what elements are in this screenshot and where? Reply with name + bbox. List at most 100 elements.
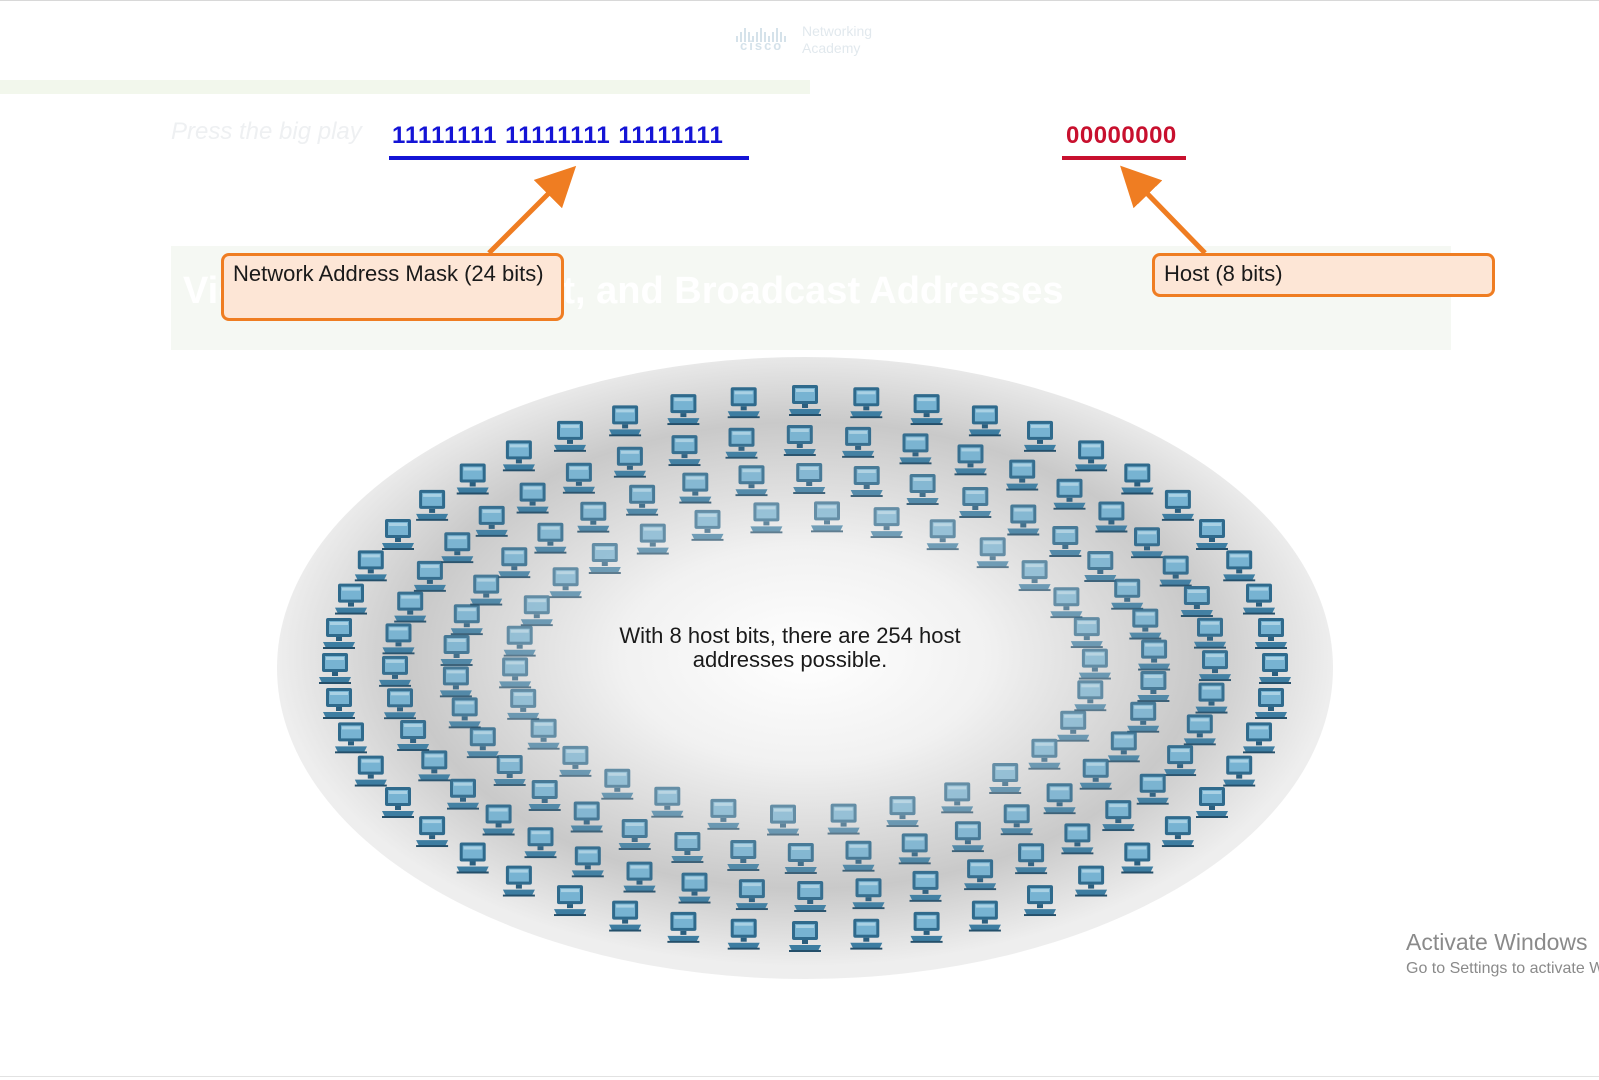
computer-icon	[1243, 722, 1275, 754]
computer-icon	[440, 635, 473, 666]
computer-icon	[793, 463, 826, 494]
computer-icon	[1061, 823, 1094, 855]
logo-brand: cisco	[740, 38, 784, 53]
host-callout: Host (8 bits)	[1152, 253, 1495, 297]
logo-text: Networking Academy	[802, 23, 872, 57]
activate-windows-watermark: Activate Windows Go to Settings to activ…	[1406, 928, 1599, 982]
computer-icon	[667, 911, 700, 943]
computer-icon	[735, 879, 768, 911]
computer-icon	[899, 433, 932, 465]
cisco-netacad-logo: cisco Networking Academy	[736, 20, 896, 60]
computer-icon	[1194, 617, 1226, 649]
computer-icon	[850, 918, 883, 950]
computer-icon	[1196, 787, 1228, 818]
computer-icon	[562, 462, 595, 494]
computer-icon	[1161, 489, 1194, 521]
computer-icon	[577, 501, 610, 533]
computer-icon	[1121, 463, 1154, 495]
computer-icon	[1111, 578, 1144, 610]
computer-icon	[1243, 583, 1275, 615]
computer-icon	[554, 885, 586, 917]
computer-icon	[1043, 783, 1076, 815]
computer-icon	[1255, 688, 1287, 719]
computer-icon	[379, 655, 411, 687]
computer-icon	[1199, 650, 1231, 682]
network-mask-bits: 11111111 11111111 11111111	[392, 122, 724, 149]
top-border	[0, 0, 1599, 1]
computer-icon	[852, 878, 885, 910]
computer-icon	[789, 921, 821, 952]
computer-icon	[588, 543, 621, 574]
computer-icon	[448, 697, 481, 729]
computer-icon	[842, 426, 875, 458]
computer-icon	[382, 787, 414, 818]
computer-icon	[1107, 731, 1140, 763]
computer-icon	[1127, 701, 1160, 733]
computer-icon	[794, 881, 827, 912]
computer-icon	[475, 505, 508, 537]
computer-icon	[1018, 560, 1051, 592]
computer-icon	[498, 547, 531, 579]
computer-icon	[725, 427, 758, 459]
computer-icon	[499, 657, 532, 689]
cisco-bars-icon	[736, 24, 788, 42]
computer-icon	[651, 786, 684, 818]
computer-icon	[1006, 459, 1039, 491]
computer-icon	[502, 865, 535, 897]
computer-icon	[470, 574, 503, 606]
computer-icon	[570, 801, 603, 833]
computer-icon	[1015, 843, 1048, 875]
computer-icon	[450, 604, 483, 636]
computer-icon	[1053, 478, 1086, 510]
computer-icon	[1259, 653, 1291, 684]
computer-icon	[503, 625, 536, 657]
computer-icon	[898, 833, 931, 865]
computer-icon	[382, 519, 414, 550]
computer-icon	[1159, 555, 1192, 587]
faint-press-hint: Press the big play	[171, 118, 362, 145]
computer-icon	[394, 591, 427, 623]
computer-icon	[319, 653, 351, 684]
computer-icon	[482, 804, 515, 836]
computer-icon	[727, 918, 760, 950]
computer-icon	[1255, 618, 1287, 649]
computer-icon	[1223, 550, 1256, 582]
computer-icon	[909, 870, 942, 902]
computer-icon	[926, 519, 959, 551]
computer-icon	[850, 466, 883, 497]
computer-icon	[910, 394, 943, 426]
host-bits: 00000000	[1066, 122, 1177, 149]
computer-icon	[507, 688, 540, 720]
computer-icon	[1102, 800, 1135, 832]
computer-icon	[727, 840, 760, 871]
computer-icon	[954, 444, 987, 476]
computer-icon	[976, 537, 1009, 569]
computer-icon	[959, 487, 992, 518]
computer-icon	[439, 666, 472, 698]
network-mask-callout: Network Address Mask (24 bits)	[221, 253, 564, 321]
computer-icon	[1131, 527, 1163, 559]
computer-icon	[335, 583, 367, 615]
network-mask-underline	[389, 156, 749, 160]
computer-icon	[964, 859, 997, 891]
network-arrow	[487, 165, 577, 255]
computer-icon	[1136, 773, 1169, 805]
computer-icon	[910, 911, 943, 943]
computer-icon	[1137, 671, 1170, 702]
computer-icon	[623, 861, 656, 893]
computer-icon	[951, 821, 984, 853]
activate-subtitle: Go to Settings to activate Windows.	[1406, 960, 1599, 977]
computer-icon	[554, 420, 586, 452]
computer-icon	[735, 465, 768, 497]
faint-progress-strip	[0, 80, 810, 94]
computer-icon	[609, 405, 642, 437]
computer-icon	[1129, 608, 1162, 640]
computer-icon	[667, 394, 700, 426]
computer-icon	[671, 832, 704, 863]
computer-icon	[727, 387, 760, 419]
computer-icon	[811, 501, 843, 533]
computer-icon	[1074, 680, 1107, 712]
computer-icon	[466, 727, 499, 759]
